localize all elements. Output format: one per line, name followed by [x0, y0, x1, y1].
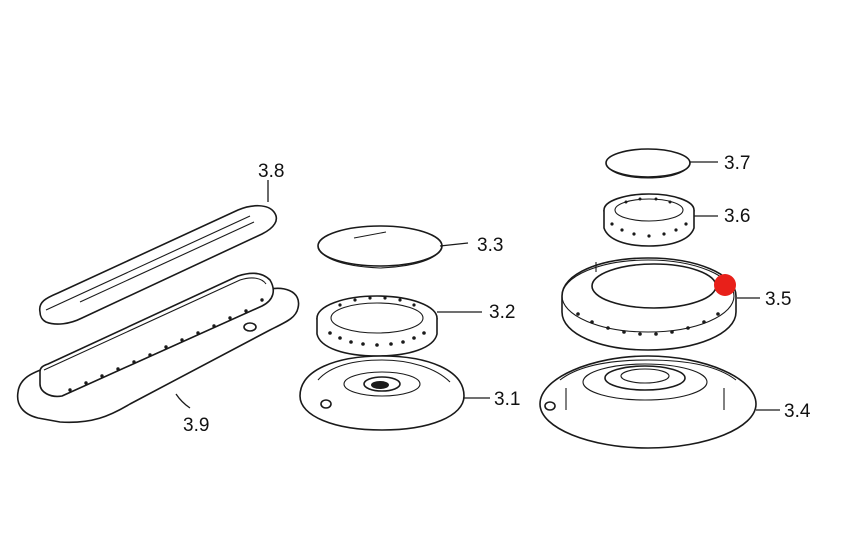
- part-3-4-burner-body: [539, 355, 757, 449]
- label-3-4: 3.4: [784, 401, 811, 422]
- crown-port-row: [610, 197, 688, 238]
- label-3-7: 3.7: [724, 153, 750, 174]
- part-3-7-small-disc: [605, 148, 691, 179]
- leader-lines: [175, 161, 780, 411]
- label-3-5: 3.5: [765, 289, 791, 310]
- part-3-2-flame-spreader: [316, 295, 438, 378]
- label-3-3: 3.3: [477, 235, 503, 256]
- label-3-1: 3.1: [494, 389, 520, 410]
- part-3-6-inner-crown: [603, 193, 695, 247]
- ring-port-row: [576, 312, 720, 336]
- label-3-6: 3.6: [724, 206, 750, 227]
- label-3-2: 3.2: [489, 302, 515, 323]
- highlight-marker-dot: [714, 274, 736, 296]
- part-3-5-outer-ring: [561, 257, 737, 351]
- part-3-3-flat-cap: [317, 225, 443, 269]
- part-3-9-burner-base: [16, 272, 300, 424]
- burner-port-row: [68, 298, 264, 392]
- label-3-9: 3.9: [183, 415, 209, 436]
- part-3-1-burner-body: [299, 355, 465, 431]
- part-3-8-long-cap: [38, 204, 278, 325]
- label-3-8: 3.8: [258, 161, 284, 182]
- spreader-port-row: [328, 296, 426, 347]
